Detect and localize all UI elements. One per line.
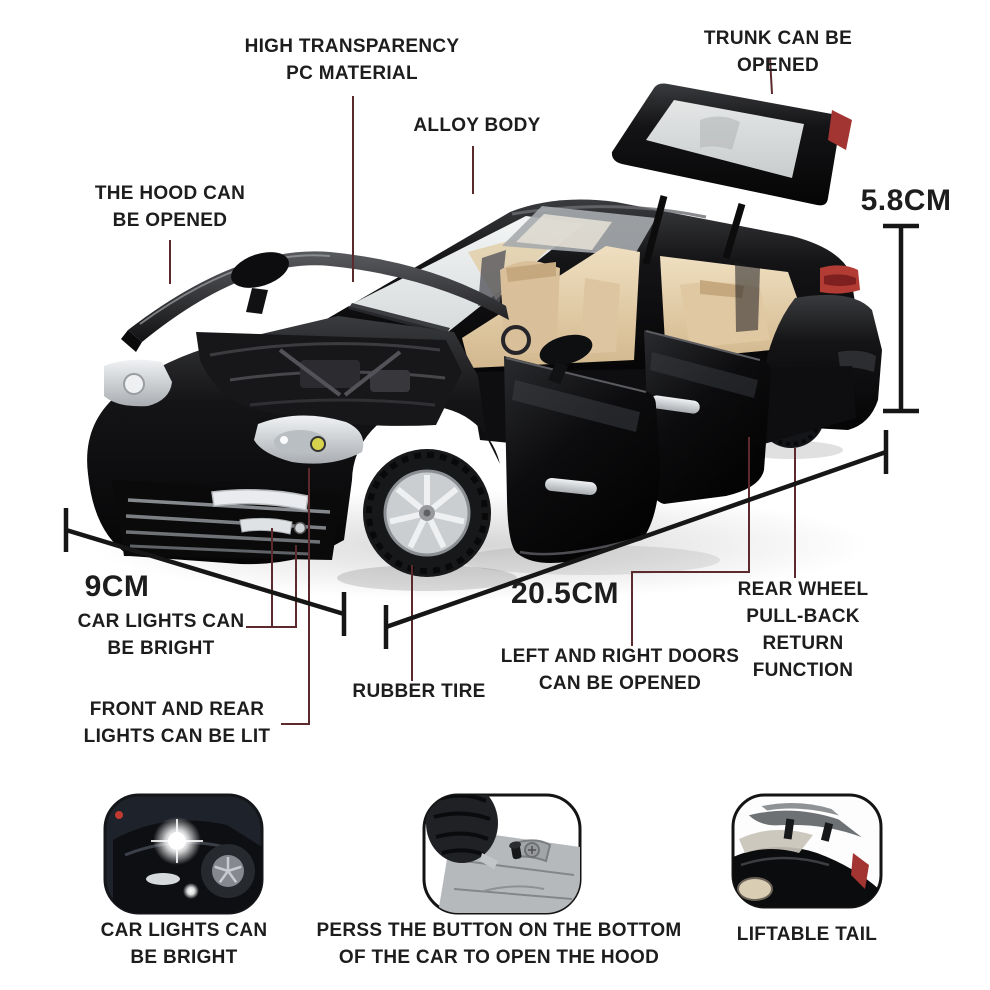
thumbnail-headlights-photo xyxy=(103,793,264,915)
front-wheel xyxy=(363,449,491,577)
callout-line-doors xyxy=(631,437,750,646)
callout-label-car-lights: CAR LIGHTS CAN BE BRIGHT xyxy=(77,611,245,659)
callout-label-alloy-body: ALLOY BODY xyxy=(413,115,541,136)
dimension-line-5-8cm xyxy=(883,223,919,414)
callout-label-front-rear-lights: FRONT AND REAR LIGHTS CAN BE LIT xyxy=(83,699,271,747)
near-wing-mirror-icon xyxy=(539,334,593,384)
callout-label-trunk: TRUNK CAN BE OPENED xyxy=(703,28,853,76)
car-illustration xyxy=(87,83,882,600)
callout-line-front-rear-lights xyxy=(281,468,310,725)
callout-label-doors: LEFT AND RIGHT DOORS CAN BE OPENED xyxy=(500,646,740,694)
open-front-door xyxy=(504,356,660,563)
cabin-interior-front xyxy=(462,246,640,368)
thumbnail-caption-car-lights: CAR LIGHTS CAN BE BRIGHT xyxy=(100,920,268,968)
sunroof-panel xyxy=(502,206,656,256)
dimension-label-length: 20.5CM xyxy=(510,577,620,610)
dimension-label-height: 5.8CM xyxy=(860,184,952,217)
callout-label-pc-material: HIGH TRANSPARENCY PC MATERIAL xyxy=(244,36,460,84)
far-headlight xyxy=(104,359,172,407)
thumbnail-chassis-button-photo xyxy=(422,793,582,915)
chrome-light-strips xyxy=(211,489,309,535)
callout-label-rear-wheel: REAR WHEEL PULL-BACK RETURN FUNCTION xyxy=(737,579,869,681)
callout-line-trunk xyxy=(769,57,773,95)
rear-door-handle xyxy=(650,395,700,414)
dimension-line-20-5cm xyxy=(383,430,889,649)
rear-taillight xyxy=(820,265,860,294)
dimension-label-front-width: 9CM xyxy=(84,570,150,603)
car-cabin xyxy=(325,199,857,378)
trunk-taillight-sliver xyxy=(828,110,852,150)
callout-line-car-lights xyxy=(246,528,297,628)
callout-label-hood: THE HOOD CAN BE OPENED xyxy=(94,183,246,231)
far-wing-mirror-icon xyxy=(231,252,289,314)
open-rear-door xyxy=(644,330,772,504)
engine-bay xyxy=(196,332,462,426)
dimension-lines xyxy=(63,223,919,649)
near-headlight xyxy=(254,415,364,464)
hood-release-button xyxy=(509,841,522,860)
thumbnail-caption-liftable-tail: LIFTABLE TAIL xyxy=(736,924,878,945)
open-trunk-lid xyxy=(611,83,852,265)
callout-label-rubber-tire: RUBBER TIRE xyxy=(352,681,486,702)
fog-light xyxy=(293,521,307,535)
dimension-line-9cm xyxy=(63,508,347,636)
far-side-open-door-hint xyxy=(735,262,760,332)
callout-lines xyxy=(169,57,796,725)
thumbnail-caption-hood-button: PERSS THE BUTTON ON THE BOTTOM OF THE CA… xyxy=(316,920,682,968)
car-front-body xyxy=(87,316,500,565)
thumbnail-liftable-spoiler-photo xyxy=(731,793,883,909)
front-door-handle xyxy=(545,477,597,496)
